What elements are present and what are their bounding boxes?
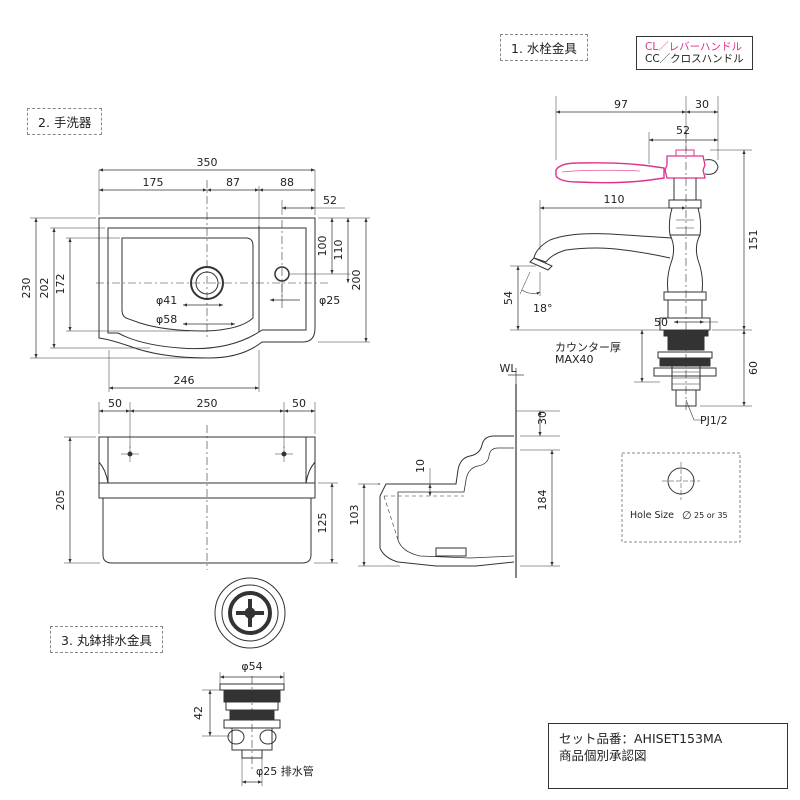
dim-faucet-52: 52: [676, 124, 690, 137]
dim-faucet-97: 97: [614, 98, 628, 111]
basin-top-dimensions: 350 175 87 88 52 100 110 200 230 202 172…: [20, 156, 363, 387]
dim-drain-phi54: φ54: [241, 660, 262, 673]
dim-phi41: φ41: [156, 294, 177, 307]
faucet-drawing: [510, 96, 752, 421]
dim-drain-42: 42: [192, 706, 205, 720]
label-drain: 3. 丸鉢排水金具: [50, 626, 163, 653]
dim-175: 175: [143, 176, 164, 189]
dim-87: 87: [226, 176, 240, 189]
dim-246: 246: [174, 374, 195, 387]
diameter-icon: ∅: [682, 509, 692, 522]
dim-100: 100: [316, 236, 329, 257]
basin-side-dimensions: WL 30 10 103 184: [348, 362, 549, 526]
basin-top-rim: [107, 227, 307, 350]
dim-front-125: 125: [316, 513, 329, 534]
handle-head: [664, 155, 706, 179]
basin-side-outline: [379, 435, 515, 567]
dim-faucet-50: 50: [654, 316, 668, 329]
dim-52: 52: [323, 194, 337, 207]
dim-front-205: 205: [54, 490, 67, 511]
dim-front-250: 250: [197, 397, 218, 410]
drain-dimensions: φ54 42 φ25 排水管: [192, 660, 314, 778]
faucet-spout: [533, 233, 673, 263]
dim-faucet-60: 60: [747, 361, 760, 375]
dim-phi25: φ25: [319, 294, 340, 307]
basin-front-dimensions: 50 250 50 205 125: [54, 397, 329, 534]
faucet-dimensions: 97 30 52 110 151 54 18° 50 カウンター厚 MAX40 …: [502, 98, 760, 427]
dim-phi58: φ58: [156, 313, 177, 326]
set-code-box: セット品番：AHISET153MA 商品個別承認図: [548, 723, 788, 789]
dim-110: 110: [332, 240, 345, 261]
basin-top-outline: [98, 217, 316, 359]
dim-front-50b: 50: [292, 397, 306, 410]
basin-front-view: [64, 402, 338, 570]
basin-side-view: [358, 368, 560, 578]
dim-faucet-54: 54: [502, 291, 515, 305]
counter-max-label: MAX40: [555, 353, 594, 366]
lever-handle: [555, 162, 665, 184]
dim-front-50a: 50: [108, 397, 122, 410]
dim-drain-pipe: φ25 排水管: [256, 764, 314, 778]
dim-202: 202: [38, 278, 51, 299]
dim-88: 88: [280, 176, 294, 189]
pj-label: PJ1/2: [700, 414, 728, 427]
basin-top-view: [30, 168, 370, 392]
dim-faucet-angle: 18°: [533, 302, 553, 315]
dim-350: 350: [197, 156, 218, 169]
label-basin: 2. 手洗器: [27, 108, 103, 135]
hole-size-text: Hole Size: [630, 510, 674, 521]
dim-side-184: 184: [536, 490, 549, 511]
handle-cl-label: CL／レバーハンドル: [645, 41, 742, 53]
wl-label: WL: [499, 362, 517, 375]
handle-cc-label: CC／クロスハンドル: [645, 53, 744, 65]
hole-size-box: Hole Size ∅ 25 or 35: [621, 452, 741, 543]
drain-drawing: [202, 577, 286, 786]
basin-bowl: [121, 237, 254, 332]
dim-faucet-110: 110: [604, 193, 625, 206]
dim-side-30: 30: [536, 411, 549, 425]
label-faucet: 1. 水栓金具: [500, 34, 588, 61]
dim-200: 200: [350, 270, 363, 291]
hole-size-value: 25 or 35: [694, 511, 728, 520]
dim-faucet-30: 30: [695, 98, 709, 111]
counter-thickness-label: カウンター厚: [555, 341, 621, 354]
dim-172: 172: [54, 274, 67, 295]
dim-230: 230: [20, 278, 33, 299]
set-note: 商品個別承認図: [559, 748, 647, 763]
dim-side-10: 10: [414, 459, 427, 473]
dim-side-103: 103: [348, 505, 361, 526]
handle-type-box: CL／レバーハンドル CC／クロスハンドル: [636, 36, 753, 70]
set-code: セット品番：AHISET153MA: [559, 731, 723, 746]
dim-faucet-151: 151: [747, 230, 760, 251]
